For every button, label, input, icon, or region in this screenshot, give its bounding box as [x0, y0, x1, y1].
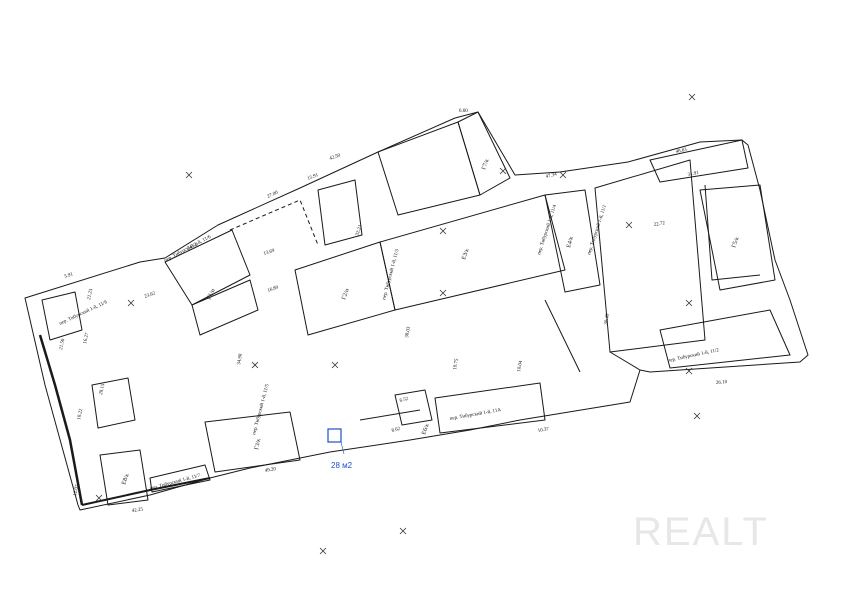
building-east-block	[699, 184, 776, 291]
dim-label: 12.07	[73, 484, 80, 497]
dim-label: 15.91	[307, 173, 320, 182]
building-11-2	[594, 159, 706, 353]
dim-label: 42.25	[132, 507, 144, 514]
building-code: Г7/к	[481, 158, 490, 171]
building-code: Е6/к	[421, 423, 431, 436]
dim-label: 10.37	[537, 427, 549, 434]
building-11-7	[457, 111, 511, 196]
realt-watermark: REALT	[633, 510, 769, 554]
dim-label: 28.15	[99, 383, 106, 396]
building-south-small	[394, 389, 433, 426]
building-west-annex	[191, 279, 259, 336]
building-east-lower	[659, 309, 791, 369]
wall-bottom-left	[81, 477, 211, 506]
interior-line-1	[229, 199, 319, 246]
highlight-leader-line	[340, 441, 345, 455]
building-code: Г3/к	[254, 438, 262, 450]
dim-label: 27.00	[267, 190, 280, 199]
room-label: пер. Тибурский 1-й, 11/9	[59, 300, 109, 327]
building-11-1	[544, 189, 601, 293]
room-labels: пер. Тибурский 1-й, 11/6 пер. Тибурский …	[59, 204, 720, 492]
interior-line-2	[544, 299, 581, 373]
site-boundary	[24, 111, 809, 511]
interior-line-5	[359, 409, 421, 421]
dim-label: 23.62	[144, 291, 157, 300]
dim-label: 8.62	[391, 427, 401, 434]
dim-label: 21.23	[87, 288, 94, 301]
dim-label: 5.91	[64, 272, 74, 280]
building-shed-north	[317, 179, 363, 246]
dim-label: 13.69	[263, 249, 276, 257]
dimension-labels: 42.50 6.60 27.00 15.91 32.21 24.58 13.69…	[59, 109, 728, 514]
building-south-mid	[204, 411, 301, 473]
dim-label: 34.98	[237, 353, 244, 365]
dim-label: 48.83	[675, 148, 688, 155]
dim-label: 22.72	[653, 221, 665, 228]
survey-marks	[95, 93, 701, 555]
building-nw	[41, 291, 83, 341]
dim-label: 19.75	[453, 358, 460, 370]
interior-line-4	[704, 184, 761, 281]
building-code: Г5/к	[731, 236, 740, 249]
building-code: Е8/к	[121, 473, 131, 486]
dim-label: 24.58	[187, 242, 200, 251]
dim-label: 32.21	[355, 224, 364, 237]
dim-label: 31.91	[687, 171, 700, 178]
dim-label: 10.22	[77, 408, 84, 421]
dim-label: 6.52	[399, 397, 409, 404]
building-code: Е4/к	[566, 236, 575, 248]
dim-label: 21.50	[59, 338, 66, 351]
highlighted-unit-area: 28 м2	[331, 461, 353, 470]
building-code: Г2/н	[341, 287, 351, 300]
dim-label: 16.27	[83, 332, 90, 345]
room-label: пер. Тибурский 1-й, 11/4	[537, 204, 558, 256]
room-label: пер. Тибурский 1-й, 11/6	[164, 235, 213, 264]
dim-label: 38.03	[405, 326, 412, 338]
dim-label: 10.04	[517, 360, 524, 372]
building-main-center	[379, 194, 566, 311]
interior-line-3	[609, 351, 641, 371]
dim-label: 42.50	[329, 153, 342, 162]
building-11-9-top	[377, 121, 481, 216]
building-north-east	[649, 139, 749, 183]
building-code: Е3/к	[461, 248, 471, 261]
dim-label: 6.60	[459, 109, 468, 114]
building-sw	[99, 449, 149, 506]
dim-label: 16.80	[267, 285, 280, 294]
room-label: пер. Тибурский 1-й, 11/2	[667, 348, 720, 364]
building-11-3	[149, 464, 211, 493]
wall-left	[38, 334, 84, 506]
room-label: пер. Тибурский 1-й, 11А	[449, 408, 501, 422]
dim-label: 47.34	[545, 172, 558, 180]
building-code: Г1/н	[206, 287, 217, 301]
highlighted-unit[interactable]	[327, 428, 342, 443]
dim-label: 49.20	[264, 467, 276, 474]
building-11-6	[164, 229, 251, 306]
building-11a	[434, 382, 546, 434]
room-label: пер. Тибурский 1-й, 11/5	[252, 383, 270, 435]
dim-label: 30.49	[604, 313, 611, 325]
building-code-labels: Г1/н Г2/н Е3/к Г3/к Е4/к Г5/к Е6/к Г7/к …	[121, 158, 740, 486]
building-w-small	[91, 377, 136, 429]
dim-label: 26.10	[716, 380, 728, 386]
